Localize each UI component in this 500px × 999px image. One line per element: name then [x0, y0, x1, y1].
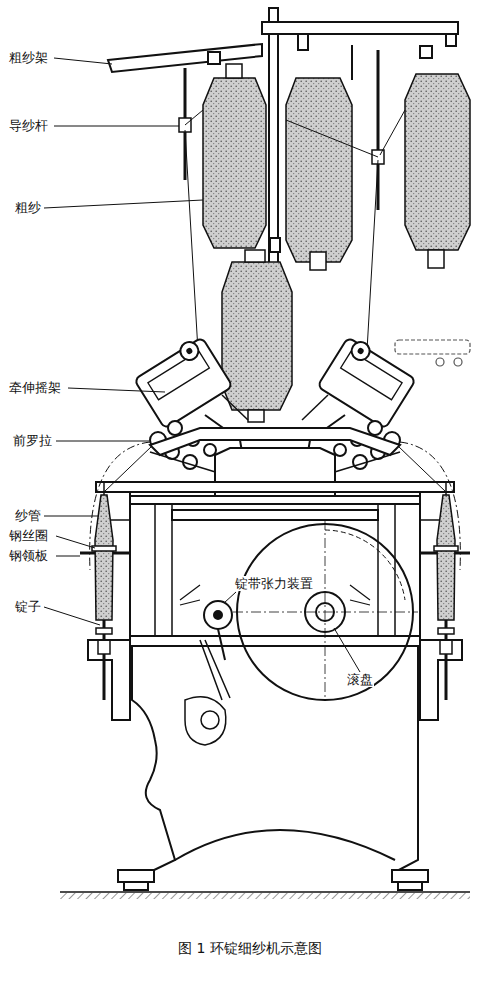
part-label: 钢丝圈 [8, 528, 49, 543]
spindle [92, 482, 458, 700]
figure-caption: 图 1 环锭细纱机示意图 [178, 940, 322, 958]
yarn-balloon [90, 442, 461, 570]
part-label: 纱管 [14, 508, 42, 523]
part-label: 前罗拉 [12, 433, 53, 448]
tin-roller [233, 520, 418, 700]
part-label: 牵伸摇架 [8, 380, 62, 395]
roving-strand [185, 110, 405, 385]
part-label: 滚盘 [346, 672, 374, 687]
part-label: 粗纱 [14, 200, 42, 215]
leader-line [44, 58, 360, 672]
part-label: 锭子 [14, 599, 42, 614]
part-label: 导纱杆 [8, 118, 49, 133]
tension-device [204, 601, 232, 660]
frame-top [80, 482, 470, 640]
part-label: 钢领板 [8, 548, 49, 563]
floor-hatching [60, 893, 470, 899]
frame-body [60, 636, 470, 892]
part-label: 粗纱架 [8, 50, 49, 65]
part-label: 锭带张力装置 [234, 576, 314, 591]
